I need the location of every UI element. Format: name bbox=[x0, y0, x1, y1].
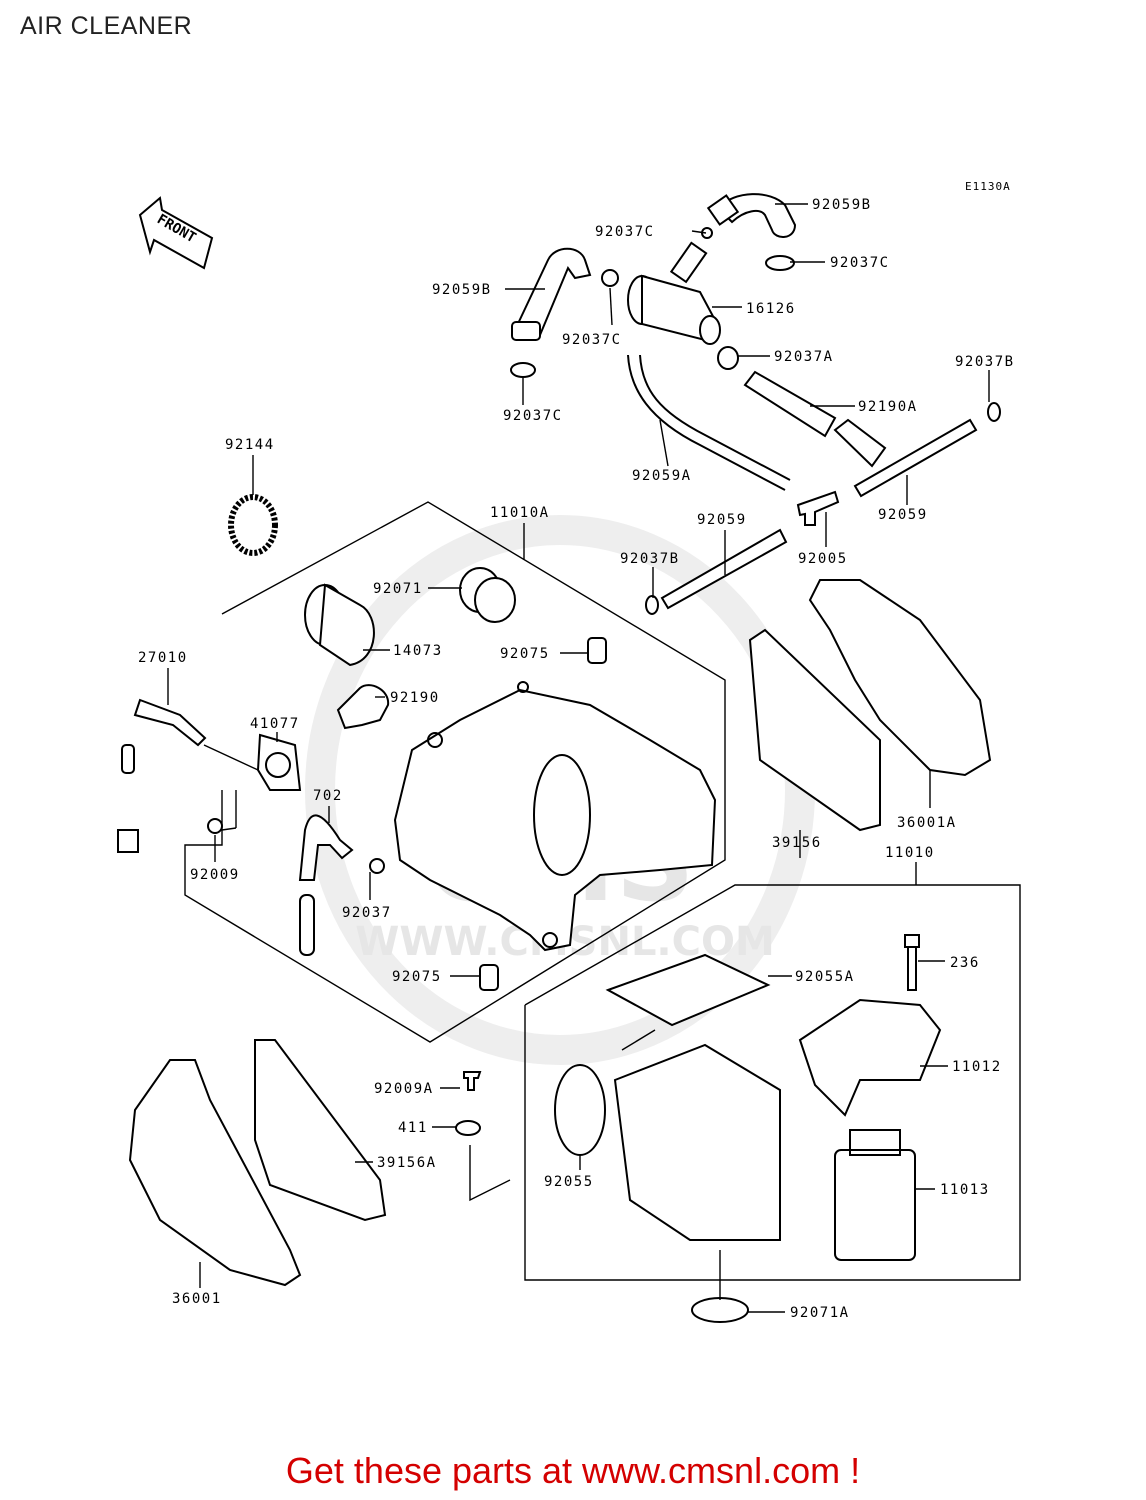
part-labels: 92059B 92037C 92037C 92059B 16126 92037C… bbox=[138, 197, 1015, 1321]
part-label: 11010A bbox=[490, 505, 550, 521]
part-label: 92190 bbox=[390, 690, 440, 706]
part-label: 92037A bbox=[774, 349, 834, 365]
part-label: 92037B bbox=[955, 354, 1015, 370]
part-label: 92059B bbox=[432, 282, 492, 298]
part-label: 92055 bbox=[544, 1174, 594, 1190]
part-label: 41077 bbox=[250, 716, 300, 732]
parts-link-footer[interactable]: Get these parts at www.cmsnl.com ! bbox=[285, 1450, 861, 1491]
part-label: 92059 bbox=[697, 512, 747, 528]
part-label: 92190A bbox=[858, 399, 918, 415]
part-label: 27010 bbox=[138, 650, 188, 666]
part-label: 92037C bbox=[503, 408, 563, 424]
exploded-parts-diagram: CMS WWW.CMSNL.COM E1130A FRONT bbox=[117, 180, 1021, 1323]
part-label: 411 bbox=[398, 1120, 428, 1136]
front-arrow-icon: FRONT bbox=[138, 196, 214, 270]
part-label: 92005 bbox=[798, 551, 848, 567]
part-label: 92009 bbox=[190, 867, 240, 883]
part-label: 92037 bbox=[342, 905, 392, 921]
part-label: 92055A bbox=[795, 969, 855, 985]
part-label: 11010 bbox=[885, 845, 935, 861]
part-label: 16126 bbox=[746, 301, 796, 317]
part-label: 92071A bbox=[790, 1305, 850, 1321]
part-label: 92144 bbox=[225, 437, 275, 453]
part-label: 92075 bbox=[392, 969, 442, 985]
part-label: 92037C bbox=[595, 224, 655, 240]
part-label: 39156A bbox=[377, 1155, 437, 1171]
part-label: 11013 bbox=[940, 1182, 990, 1198]
figure-code: E1130A bbox=[965, 180, 1011, 193]
part-label: 11012 bbox=[952, 1059, 1002, 1075]
part-label: 92037C bbox=[562, 332, 622, 348]
part-label: 39156 bbox=[772, 835, 822, 851]
part-label: 36001 bbox=[172, 1291, 222, 1307]
part-label: 92009A bbox=[374, 1081, 434, 1097]
part-label: 92059A bbox=[632, 468, 692, 484]
leader-lines bbox=[167, 203, 990, 1313]
part-shapes bbox=[117, 193, 1001, 1323]
part-label: 92037C bbox=[830, 255, 890, 271]
part-label: 702 bbox=[313, 788, 343, 804]
part-label: 14073 bbox=[393, 643, 443, 659]
part-label: 92071 bbox=[373, 581, 423, 597]
part-label: 92037B bbox=[620, 551, 680, 567]
part-label: 92059 bbox=[878, 507, 928, 523]
part-label: 36001A bbox=[897, 815, 957, 831]
part-label: 92059B bbox=[812, 197, 872, 213]
page-title: AIR CLEANER bbox=[20, 12, 193, 40]
part-label: 236 bbox=[950, 955, 980, 971]
part-label: 92075 bbox=[500, 646, 550, 662]
assembly-frames bbox=[184, 501, 1021, 1281]
